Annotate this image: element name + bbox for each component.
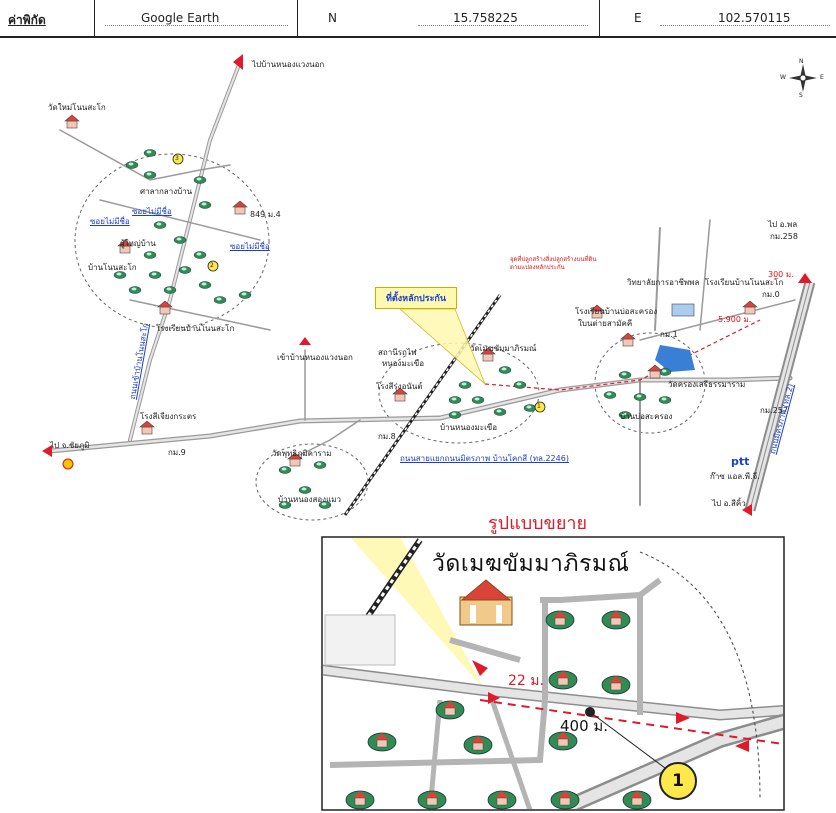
non-sa-ko-zone	[74, 153, 270, 329]
inset-distance-400: 400 ม.	[560, 717, 609, 735]
label-rice-mill-2: โรงสีเจียงกระตร	[140, 412, 197, 421]
building-markers	[64, 114, 758, 467]
label-road-2246: ถนนสายแยกถนนมิตรภาพ บ้านโคกสี (ทล.2246)	[400, 454, 569, 463]
label-rice-mill: โรงสีรุ่งอนันต์	[376, 382, 423, 391]
badge-3: 3	[175, 155, 179, 162]
label-ptt-station: ก๊าซ แอล.พี.จี.	[710, 472, 760, 481]
north-label: N	[328, 11, 337, 25]
label-ptt: ptt	[731, 455, 750, 468]
label-soi-2: ซอยไม่มีชื่อ	[90, 217, 130, 226]
label-school-bo-sa-krong: โรงเรียนบ้านบ่อสะครอง	[575, 307, 658, 316]
arrow-north-icon	[233, 54, 243, 70]
label-dist-300: 300 ม.	[768, 270, 794, 279]
callout-beam	[398, 308, 486, 385]
inset-map	[321, 536, 785, 811]
label-to-chaiyaphum: ไป จ.ชัยภูมิ	[50, 441, 90, 450]
arrow-phon-icon	[798, 273, 812, 283]
label-ban-bo-sa-krong: บ้านบ่อสะครอง	[620, 412, 673, 421]
label-wat-phutthi: วัดพุทธิภูมิคาราม	[272, 449, 332, 458]
north-value: 15.758225	[453, 11, 518, 25]
compass-e: E	[820, 74, 824, 81]
label-to-phon: ไป อ.พล	[768, 220, 798, 229]
label-house-no: 849 ม.4	[250, 210, 281, 219]
arrow-si-khio-icon	[742, 504, 752, 516]
badge-1-small: 1	[537, 403, 541, 410]
source-cell: Google Earth	[95, 0, 298, 36]
label-ban-nong-song-maeo: บ้านหนองสองแมว	[278, 495, 342, 504]
label-wat-mai: วัดใหม่โนนสะโก	[48, 103, 106, 112]
label-nong-ma-kruea-station: หนองมะเขือ	[382, 359, 425, 368]
arrow-nong-waeng-icon	[299, 337, 311, 345]
coord-source: Google Earth	[141, 11, 220, 25]
coord-label-cell: ค่าพิกัด	[0, 0, 95, 36]
label-km0: กม.0	[762, 290, 780, 299]
inset-title: วัดเมฆขัมมาภิรมณ์	[432, 551, 630, 577]
label-pu-yai-ban: ผู้ใหญ่บ้าน	[120, 239, 156, 248]
compass-icon	[789, 64, 817, 92]
railway	[343, 294, 502, 516]
label-soi-1: ซอยไม่มีชื่อ	[132, 207, 172, 216]
inset-marker-1: 1	[659, 762, 697, 800]
main-location-callout: ที่ตั้งหลักประกัน	[375, 287, 457, 309]
coord-label: ค่าพิกัด	[8, 13, 46, 27]
label-school-nong-song: โรงเรียนบ้านโนนสะโก	[705, 278, 784, 287]
label-railway-station: สถานีรถไฟ	[378, 348, 417, 357]
road-network	[47, 60, 796, 506]
shell-station-icon	[62, 458, 74, 470]
label-college: วิทยาลัยการอาชีพพล	[627, 278, 700, 287]
inset-location-marker	[472, 660, 488, 676]
mittraphap-highway	[744, 280, 816, 512]
bo-sa-krong-zone	[594, 332, 706, 434]
label-school-non-sa-ko: โรงเรียนบ้านโนนสะโก	[156, 324, 235, 333]
label-dist-5900: 5.900 ม.	[718, 315, 752, 324]
label-ban-non-sa-ko: บ้านโนนสะโก	[88, 263, 137, 272]
label-enter-nong-waeng: เข้าบ้านหนองแวงนอก	[277, 353, 353, 362]
compass-n: N	[799, 58, 804, 65]
label-to-si-khio: ไป อ.สีคิ้ว	[712, 499, 746, 508]
label-tambon-office: ใบนต่ายสามัคคี	[578, 319, 633, 328]
pond	[655, 345, 695, 372]
expand-label: รูปแบบขยาย	[488, 513, 588, 534]
north-cell: N 15.758225	[298, 0, 600, 36]
east-cell: E 102.570115	[600, 0, 836, 36]
label-km9: กม.9	[168, 448, 186, 457]
label-km1: กม.1	[660, 330, 678, 339]
label-km257: กม.257	[760, 406, 788, 415]
arrow-west-icon	[42, 445, 52, 457]
label-to-nong-waeng-top: ไปบ้านหนองแวงนอก	[252, 60, 325, 69]
east-label: E	[634, 11, 642, 25]
inset-temple-icon	[459, 579, 513, 626]
compass-w: W	[780, 74, 786, 81]
label-soi-3: ซอยไม่มีชื่อ	[230, 242, 270, 251]
compass-s: S	[799, 92, 803, 99]
label-wat-bo-sa-krong: วัดครองเสรีธรรมาราม	[668, 380, 746, 389]
east-value: 102.570115	[718, 11, 791, 25]
label-km8: กม.8	[378, 432, 396, 441]
label-km258: กม.258	[770, 232, 798, 241]
label-red-note: จุดที่ปลูกสร้างสิ่งปลูกสร้างบนที่ดินตามแ…	[510, 256, 597, 271]
label-wat-mek: วัดเมฆขัมมาภิรมณ์	[470, 344, 537, 353]
label-sala: ศาลากลางบ้าน	[140, 187, 193, 196]
badge-2: 2	[210, 262, 214, 269]
coordinates-header: ค่าพิกัด Google Earth N 15.758225 E 102.…	[0, 0, 836, 38]
label-ban-nong-ma-kruea: บ้านหนองมะเขือ	[440, 423, 498, 432]
inset-distance-22: 22 ม.	[508, 673, 544, 689]
